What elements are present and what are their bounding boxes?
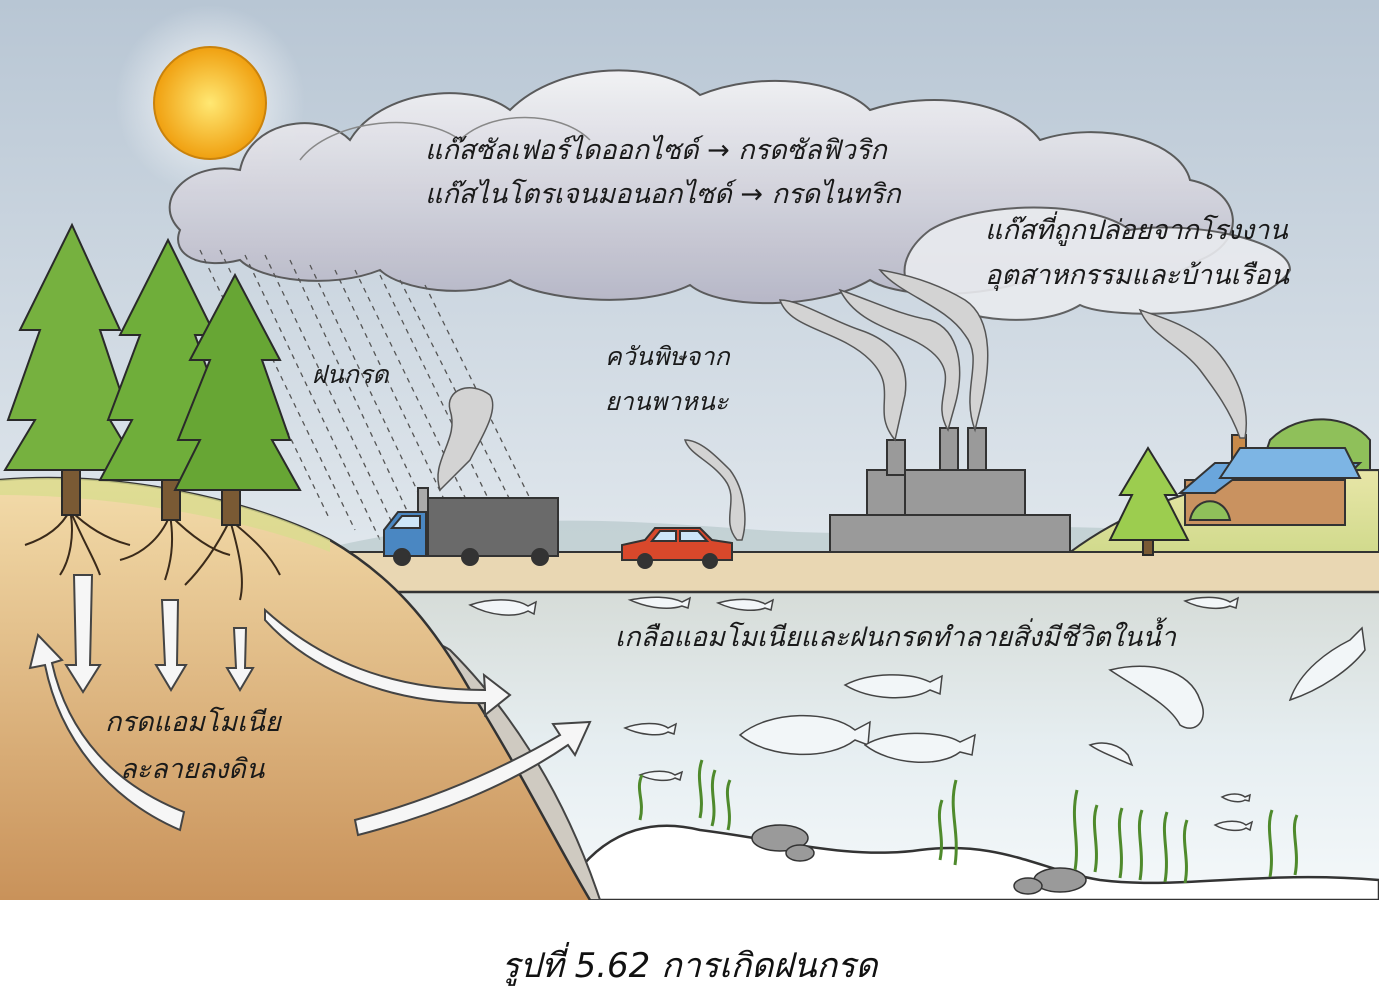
smoke (437, 268, 1247, 541)
curved-arrow-icon (28, 632, 186, 832)
factory-label-line-2: อุตสาหกรรมและบ้านเรือน (985, 260, 1289, 291)
down-arrow-icon (225, 627, 255, 692)
vehicle-label-line-2: ยานพาหนะ (605, 387, 729, 416)
down-arrow-icon (64, 574, 102, 694)
figure-caption: รูปที่ 5.62 การเกิดฝนกรด (501, 946, 878, 986)
water-effect-label: เกลือแอมโมเนียและฝนกรดทำลายสิ่งมีชีวิตใน… (615, 622, 1176, 653)
dead-fish (468, 596, 1366, 832)
truck (383, 487, 559, 566)
reaction-label-nitrogen: แก๊สไนโตรเจนมอนอกไซด์ → กรดไนทริก (425, 179, 901, 210)
curved-arrow-icon (264, 607, 512, 718)
pine-trees (3, 222, 1190, 556)
rocks (751, 824, 1087, 895)
down-arrow-icon (154, 599, 188, 692)
car (621, 527, 733, 569)
house (1177, 418, 1371, 526)
seaweed (637, 759, 1299, 884)
vehicle-label-line-1: ควันพิษจาก (605, 342, 730, 371)
curved-arrow-icon (353, 720, 592, 837)
sun-icon (153, 46, 267, 160)
cloud (168, 69, 1292, 321)
factory (829, 427, 1071, 553)
factory-label-line-1: แก๊สที่ถูกปล่อยจากโรงงาน (985, 215, 1288, 246)
acid-rain-diagram: แก๊สซัลเฟอร์ไดออกไซด์ → กรดซัลฟิวริก แก๊… (0, 0, 1379, 902)
ground-strip (330, 552, 1379, 592)
scene-illustration (0, 0, 1379, 902)
reaction-label-sulfur: แก๊สซัลเฟอร์ไดออกไซด์ → กรดซัลฟิวริก (425, 135, 887, 166)
soil-label-line-1: กรดแอมโมเนีย (105, 707, 281, 738)
soil-label-line-2: ละลายลงดิน (120, 754, 265, 785)
arrows (28, 574, 592, 837)
acid-rain-label: ฝนกรด (312, 360, 389, 389)
